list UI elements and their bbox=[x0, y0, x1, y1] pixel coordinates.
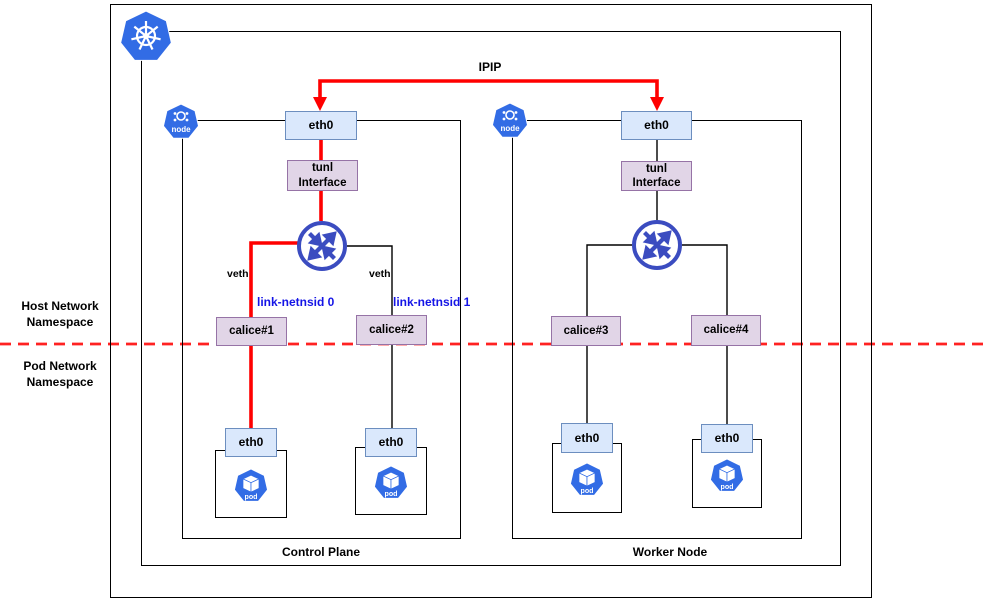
pod-eth0-box: eth0 bbox=[561, 423, 613, 453]
router-icon bbox=[632, 220, 682, 270]
worker-node-title: Worker Node bbox=[632, 545, 708, 559]
veth-label: veth bbox=[369, 268, 391, 280]
svg-text:pod: pod bbox=[581, 487, 594, 495]
node-icon: node bbox=[163, 104, 199, 139]
calice4-box: calice#4 bbox=[691, 315, 761, 346]
eth0-box: eth0 bbox=[621, 111, 692, 140]
svg-text:pod: pod bbox=[245, 493, 258, 501]
link-netnsid-0-label: link-netnsid 0 bbox=[257, 295, 335, 309]
calice3-box: calice#3 bbox=[551, 316, 621, 346]
link-netnsid-1-label: link-netnsid 1 bbox=[393, 295, 471, 309]
control-plane-title: Control Plane bbox=[281, 545, 360, 559]
pod-eth0-box: eth0 bbox=[225, 428, 277, 457]
node-icon: node bbox=[492, 103, 528, 138]
pod-icon: pod bbox=[374, 466, 408, 499]
tunl-interface-box: tunl Interface bbox=[287, 160, 358, 191]
ipip-label: IPIP bbox=[478, 60, 502, 74]
svg-text:node: node bbox=[500, 124, 520, 133]
host-namespace-label: Host Network Namespace bbox=[21, 299, 99, 329]
pod-icon: pod bbox=[710, 459, 744, 492]
outer-boundary-box bbox=[110, 4, 872, 598]
svg-text:pod: pod bbox=[385, 490, 398, 498]
ipip-arrowhead-right bbox=[650, 97, 664, 111]
kubernetes-logo-icon bbox=[120, 11, 172, 61]
pod-icon: pod bbox=[570, 463, 604, 496]
cluster-box bbox=[141, 31, 841, 566]
ipip-red-path bbox=[249, 79, 659, 428]
black-connectors bbox=[347, 140, 728, 428]
router-icon bbox=[297, 221, 347, 271]
calice1-box: calice#1 bbox=[216, 317, 287, 346]
pod-eth0-box: eth0 bbox=[701, 424, 753, 453]
pod-icon: pod bbox=[234, 469, 268, 502]
svg-text:pod: pod bbox=[721, 483, 734, 491]
tunl-interface-box: tunl Interface bbox=[621, 161, 692, 191]
veth-label: veth bbox=[227, 268, 249, 280]
pod-namespace-label: Pod Network Namespace bbox=[23, 359, 97, 389]
svg-text:node: node bbox=[171, 125, 191, 134]
pod-eth0-box: eth0 bbox=[365, 428, 417, 457]
eth0-box: eth0 bbox=[285, 111, 357, 140]
ipip-arrowhead-left bbox=[313, 97, 327, 111]
calice2-box: calice#2 bbox=[356, 315, 427, 345]
